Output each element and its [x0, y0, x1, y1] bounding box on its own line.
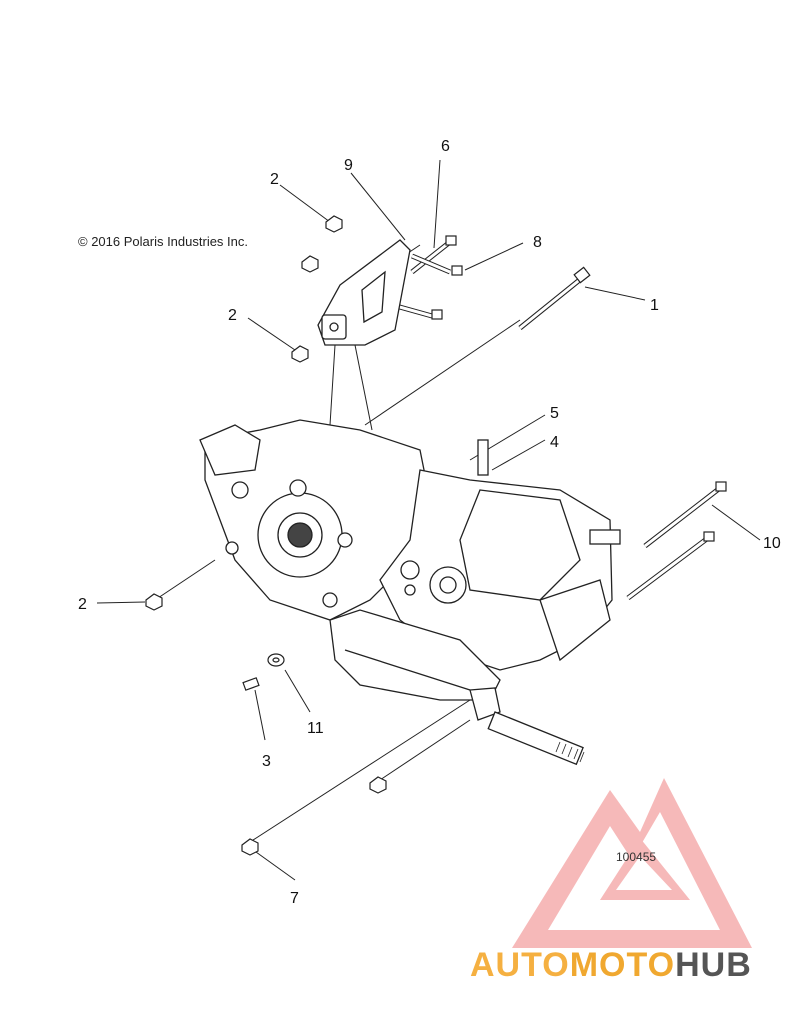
- callout-2b: 2: [228, 307, 237, 324]
- nut-lower-icon: [369, 776, 387, 794]
- nut-2b-icon: [301, 255, 319, 273]
- mounting-bracket: [317, 239, 411, 346]
- callout-4: 4: [550, 434, 559, 451]
- watermark-part-hub: HUB: [675, 946, 752, 984]
- watermark-part-auto: AUTO: [470, 946, 570, 984]
- callout-1: 1: [650, 297, 659, 314]
- callout-2a: 2: [270, 171, 279, 188]
- callout-6: 6: [441, 138, 450, 155]
- reference-number: 100455: [616, 850, 657, 864]
- nut-7-icon: [241, 838, 259, 856]
- leader-lines: [96, 159, 761, 881]
- copyright-notice: © 2016 Polaris Industries Inc.: [78, 234, 248, 249]
- nut-2-top-icon: [325, 215, 343, 233]
- watermark-part-moto: MOTO: [569, 946, 676, 984]
- callout-11: 11: [307, 720, 324, 737]
- callout-9: 9: [344, 157, 353, 174]
- watermark-logo-icon: [512, 778, 752, 948]
- fasteners: [145, 215, 727, 856]
- nut-2d-icon: [145, 593, 163, 611]
- callout-10: 10: [763, 535, 781, 552]
- engine-assembly: [199, 419, 621, 766]
- callout-2c: 2: [78, 596, 87, 613]
- callout-7: 7: [290, 890, 299, 907]
- callout-3: 3: [262, 753, 271, 770]
- callout-8: 8: [533, 234, 542, 251]
- watermark-text: AUTOMOTOHUB: [470, 946, 752, 985]
- nut-2c-icon: [291, 345, 309, 363]
- callout-5: 5: [550, 405, 559, 422]
